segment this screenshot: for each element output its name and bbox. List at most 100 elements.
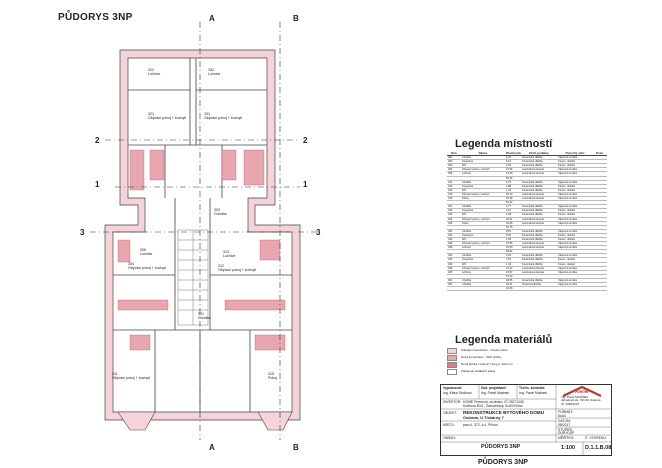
table-cell: Keram. obklad xyxy=(557,257,593,263)
room-name: Pokoj xyxy=(268,376,277,380)
table-cell: Koupelna xyxy=(461,184,505,189)
table-cell: 334 xyxy=(447,241,461,247)
table-cell xyxy=(593,180,607,185)
table-cell: Keram. obklad xyxy=(557,163,593,169)
table-cell xyxy=(521,286,557,292)
table-cell: 15,48 xyxy=(505,196,521,202)
table-cell: Keram. obklad xyxy=(557,262,593,267)
table-cell xyxy=(447,200,461,206)
table-cell xyxy=(593,159,607,165)
table-cell: WC xyxy=(461,163,505,169)
table-cell xyxy=(557,225,593,230)
table-cell: Keramická dlažba xyxy=(521,237,557,243)
table-cell: 1,44 xyxy=(505,262,521,267)
table-cell: 4,77 xyxy=(505,204,521,210)
table-cell: 5,30 xyxy=(505,233,521,238)
table-cell: Keramická dlažba xyxy=(521,184,557,189)
table-cell xyxy=(461,286,505,292)
table-cell: 324 xyxy=(447,217,461,222)
tb-stage-label: STUPEŇ: xyxy=(558,428,573,432)
material-label: Stávající konstrukce - cihelné zdivo xyxy=(461,348,508,352)
table-cell: 351 xyxy=(447,278,461,284)
table-cell: 1,38 xyxy=(505,212,521,218)
room-name: Obývací pokoj + kuchyň xyxy=(204,116,243,120)
table-cell xyxy=(593,278,607,284)
tb-object-sub: Ostrava, U Tiskárny 7 xyxy=(463,415,504,420)
tb-drawn-label: Vypracoval: xyxy=(443,386,463,390)
table-cell: 304 xyxy=(447,167,461,173)
section-marker-a-bottom: A xyxy=(209,443,215,452)
table-cell: Laminátová lamela xyxy=(521,196,557,202)
room-name: Obývací pokoj + kuchyň xyxy=(128,266,167,270)
table-cell: 4,88 xyxy=(505,184,521,189)
tb-content-value: PŮDORYS 3NP xyxy=(481,444,521,450)
table-cell: Keramická dlažba xyxy=(521,208,557,214)
table-cell: 59,46 xyxy=(505,176,521,181)
table-cell xyxy=(447,274,461,279)
table-cell xyxy=(557,200,593,206)
table-header: Ozn. xyxy=(447,152,461,157)
table-cell xyxy=(521,200,557,206)
room-name: Obývací pokoj + kuchyň xyxy=(218,268,257,272)
table-cell: 26,21 xyxy=(505,282,521,288)
table-cell: Keram. obklad xyxy=(557,159,593,165)
table-cell xyxy=(461,249,505,255)
table-cell: Vápenná omítka xyxy=(557,282,593,288)
table-cell: 52,75 xyxy=(505,225,521,230)
table-cell: Keramická dlažba xyxy=(521,212,557,218)
table-row: 44,26 xyxy=(447,286,607,292)
material-swatch xyxy=(447,355,457,361)
table-cell xyxy=(447,225,461,230)
table-cell: Vápenná omítka xyxy=(557,204,593,210)
table-cell: 26,21 xyxy=(505,217,521,222)
row-marker-2-right: 2 xyxy=(303,136,308,145)
table-cell: Keramická dlažba xyxy=(521,233,557,238)
material-swatch xyxy=(447,348,457,354)
table-header: Pozn. xyxy=(593,152,607,157)
table-cell: 27,86 xyxy=(505,241,521,247)
table-cell: Chodba xyxy=(461,282,505,288)
room-number: 311 xyxy=(112,372,118,376)
table-cell: 343 xyxy=(447,262,461,267)
table-cell xyxy=(593,262,607,267)
section-lines xyxy=(90,22,320,440)
room-legend-title: Legenda místností xyxy=(455,138,553,150)
table-row: 59,46 xyxy=(447,176,607,181)
table-cell: 341 xyxy=(447,253,461,259)
table-cell: Keramická dlažba xyxy=(521,262,557,267)
table-row: 52,75 xyxy=(447,225,607,230)
table-cell: 7,01 xyxy=(505,257,521,263)
table-cell: Keramická dlažba xyxy=(521,155,557,161)
company-name: Atelier xyxy=(575,389,590,394)
table-cell: 1,66 xyxy=(505,237,521,243)
table-cell: Chodba xyxy=(461,278,505,284)
section-marker-b-bottom: B xyxy=(293,443,299,452)
table-cell: 58,92 xyxy=(505,249,521,255)
table-cell: Keramická dlažba xyxy=(521,188,557,193)
table-cell: Koupelna xyxy=(461,233,505,238)
tb-responsible-label: Zod. projektant: xyxy=(481,386,507,390)
table-header: Povrchy stěn xyxy=(557,152,593,157)
table-cell xyxy=(521,176,557,181)
roof-logo-icon xyxy=(562,385,602,397)
table-cell: Vápenná omítka xyxy=(557,245,593,251)
table-cell xyxy=(593,176,607,181)
table-cell xyxy=(593,274,607,279)
table-row: 54,62 xyxy=(447,200,607,206)
table-cell: 16,08 xyxy=(505,221,521,226)
tb-scale-value: 1:100 xyxy=(561,445,576,451)
